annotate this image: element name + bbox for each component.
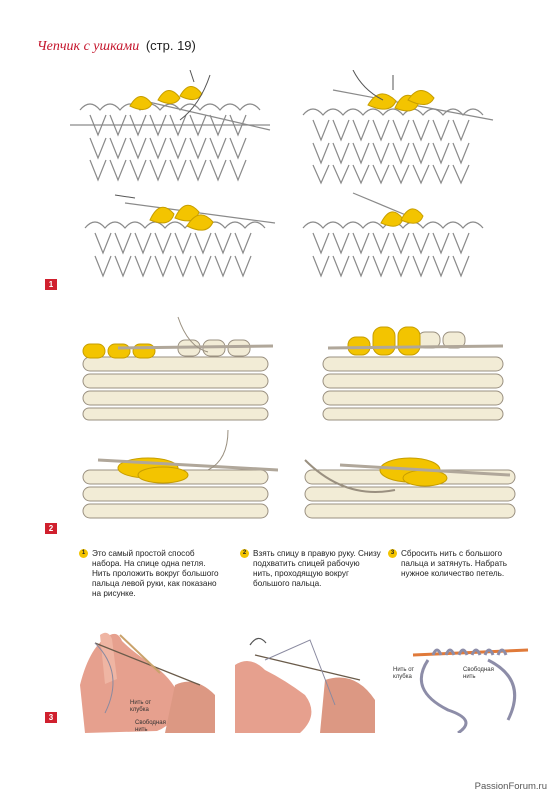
label-free-yarn: Свободная нить xyxy=(135,720,166,733)
step-1-text: Это самый простой способ набора. На спиц… xyxy=(92,549,219,598)
step-2-bullet: 2 xyxy=(240,549,249,558)
page-title: Чепчик с ушками (стр. 19) xyxy=(37,38,196,55)
figure-2b xyxy=(318,312,508,422)
step-3-bullet: 3 xyxy=(388,549,397,558)
label-from-ball-2: Нить от клубка xyxy=(393,667,415,680)
step-2: 2 Взять спицу в правую руку. Снизу подхв… xyxy=(240,549,381,589)
figure-2a xyxy=(78,312,278,422)
figure-2d xyxy=(300,430,520,530)
section-number-2: 2 xyxy=(45,523,57,534)
figure-1c xyxy=(75,178,285,283)
watermark: PassionForum.ru xyxy=(474,781,547,792)
step-2-text: Взять спицу в правую руку. Снизу подхват… xyxy=(253,549,381,588)
figure-2c xyxy=(78,430,278,530)
photo-hand-1: Нить от клубка Свободная нить xyxy=(75,625,220,733)
section-number-1: 1 xyxy=(45,279,57,290)
photo-hand-2 xyxy=(235,625,380,733)
section-number-3: 3 xyxy=(45,712,57,723)
title-page-ref: (стр. 19) xyxy=(145,38,196,53)
photo-cast-on: Нить от клубка Свободная нить xyxy=(388,625,530,733)
label-from-ball: Нить от клубка xyxy=(130,700,152,713)
step-1: 1 Это самый простой способ набора. На сп… xyxy=(79,549,224,599)
figure-1a xyxy=(70,70,280,185)
step-3-text: Сбросить нить с большого пальца и затяну… xyxy=(401,549,507,578)
figure-1b xyxy=(293,70,503,185)
step-1-bullet: 1 xyxy=(79,549,88,558)
label-free-yarn-2: Свободная нить xyxy=(463,667,494,680)
title-italic: Чепчик с ушками xyxy=(37,39,140,54)
figure-1d xyxy=(293,178,503,283)
step-3: 3 Сбросить нить с большого пальца и затя… xyxy=(388,549,521,579)
